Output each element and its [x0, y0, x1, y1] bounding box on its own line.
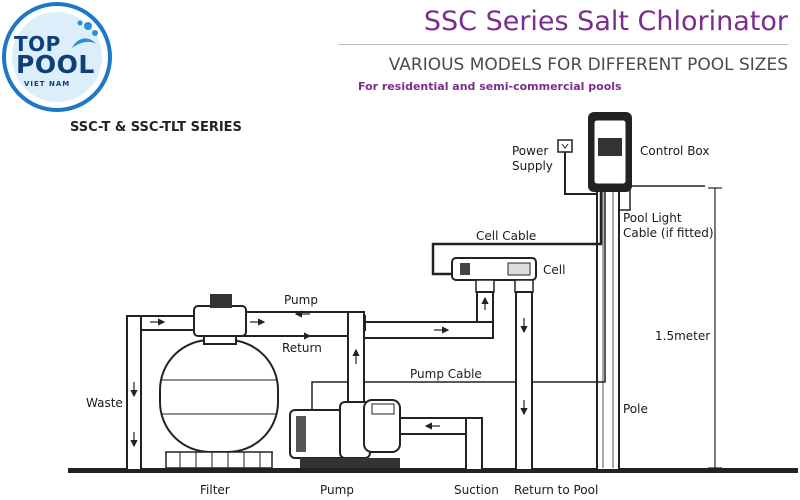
page-subtitle: VARIOUS MODELS FOR DIFFERENT POOL SIZES	[388, 55, 788, 75]
logo-text-pool: POOL	[16, 50, 95, 79]
label-waste: Waste	[86, 396, 123, 410]
flow-arrows	[130, 296, 528, 448]
label-return-top: Return	[282, 341, 322, 355]
label-power-supply-2: Supply	[512, 159, 553, 173]
power-supply-outlet	[557, 139, 597, 195]
return-pipe-network	[347, 291, 533, 471]
label-pump-bottom: Pump	[320, 483, 354, 497]
label-pool-light-2: Cable (if fitted)	[623, 226, 714, 240]
title-divider	[338, 44, 788, 45]
label-control-box: Control Box	[640, 144, 710, 158]
label-cell-cable: Cell Cable	[476, 229, 536, 243]
label-filter: Filter	[200, 483, 230, 497]
cell-cable	[431, 192, 603, 276]
height-dimension	[708, 187, 722, 469]
label-pump-top: Pump	[284, 293, 318, 307]
label-height: 1.5meter	[655, 329, 710, 343]
pool-pump	[289, 399, 401, 468]
logo-text-country: VIET NAM	[24, 80, 71, 88]
page-title: SSC Series Salt Chlorinator	[423, 6, 788, 37]
label-cell: Cell	[543, 263, 565, 277]
sand-filter	[159, 294, 279, 469]
pool-light-cable	[619, 185, 705, 211]
label-pump-cable: Pump Cable	[410, 367, 482, 381]
control-box	[588, 112, 632, 192]
pump-cable	[311, 192, 606, 412]
top-pool-logo: TOP POOL VIET NAM	[2, 2, 112, 112]
water-splash-icon	[72, 20, 98, 48]
ground-line	[68, 468, 798, 473]
chlorinator-cell	[451, 257, 537, 293]
label-suction: Suction	[454, 483, 499, 497]
label-power-supply: Power	[512, 144, 548, 158]
label-return-to-pool: Return to Pool	[514, 483, 598, 497]
page-tagline: For residential and semi-commercial pool…	[358, 80, 622, 93]
logo-text-top: TOP	[14, 32, 61, 56]
label-pole: Pole	[623, 402, 648, 416]
label-pool-light: Pool Light	[623, 211, 682, 225]
series-label: SSC-T & SSC-TLT SERIES	[70, 120, 242, 135]
